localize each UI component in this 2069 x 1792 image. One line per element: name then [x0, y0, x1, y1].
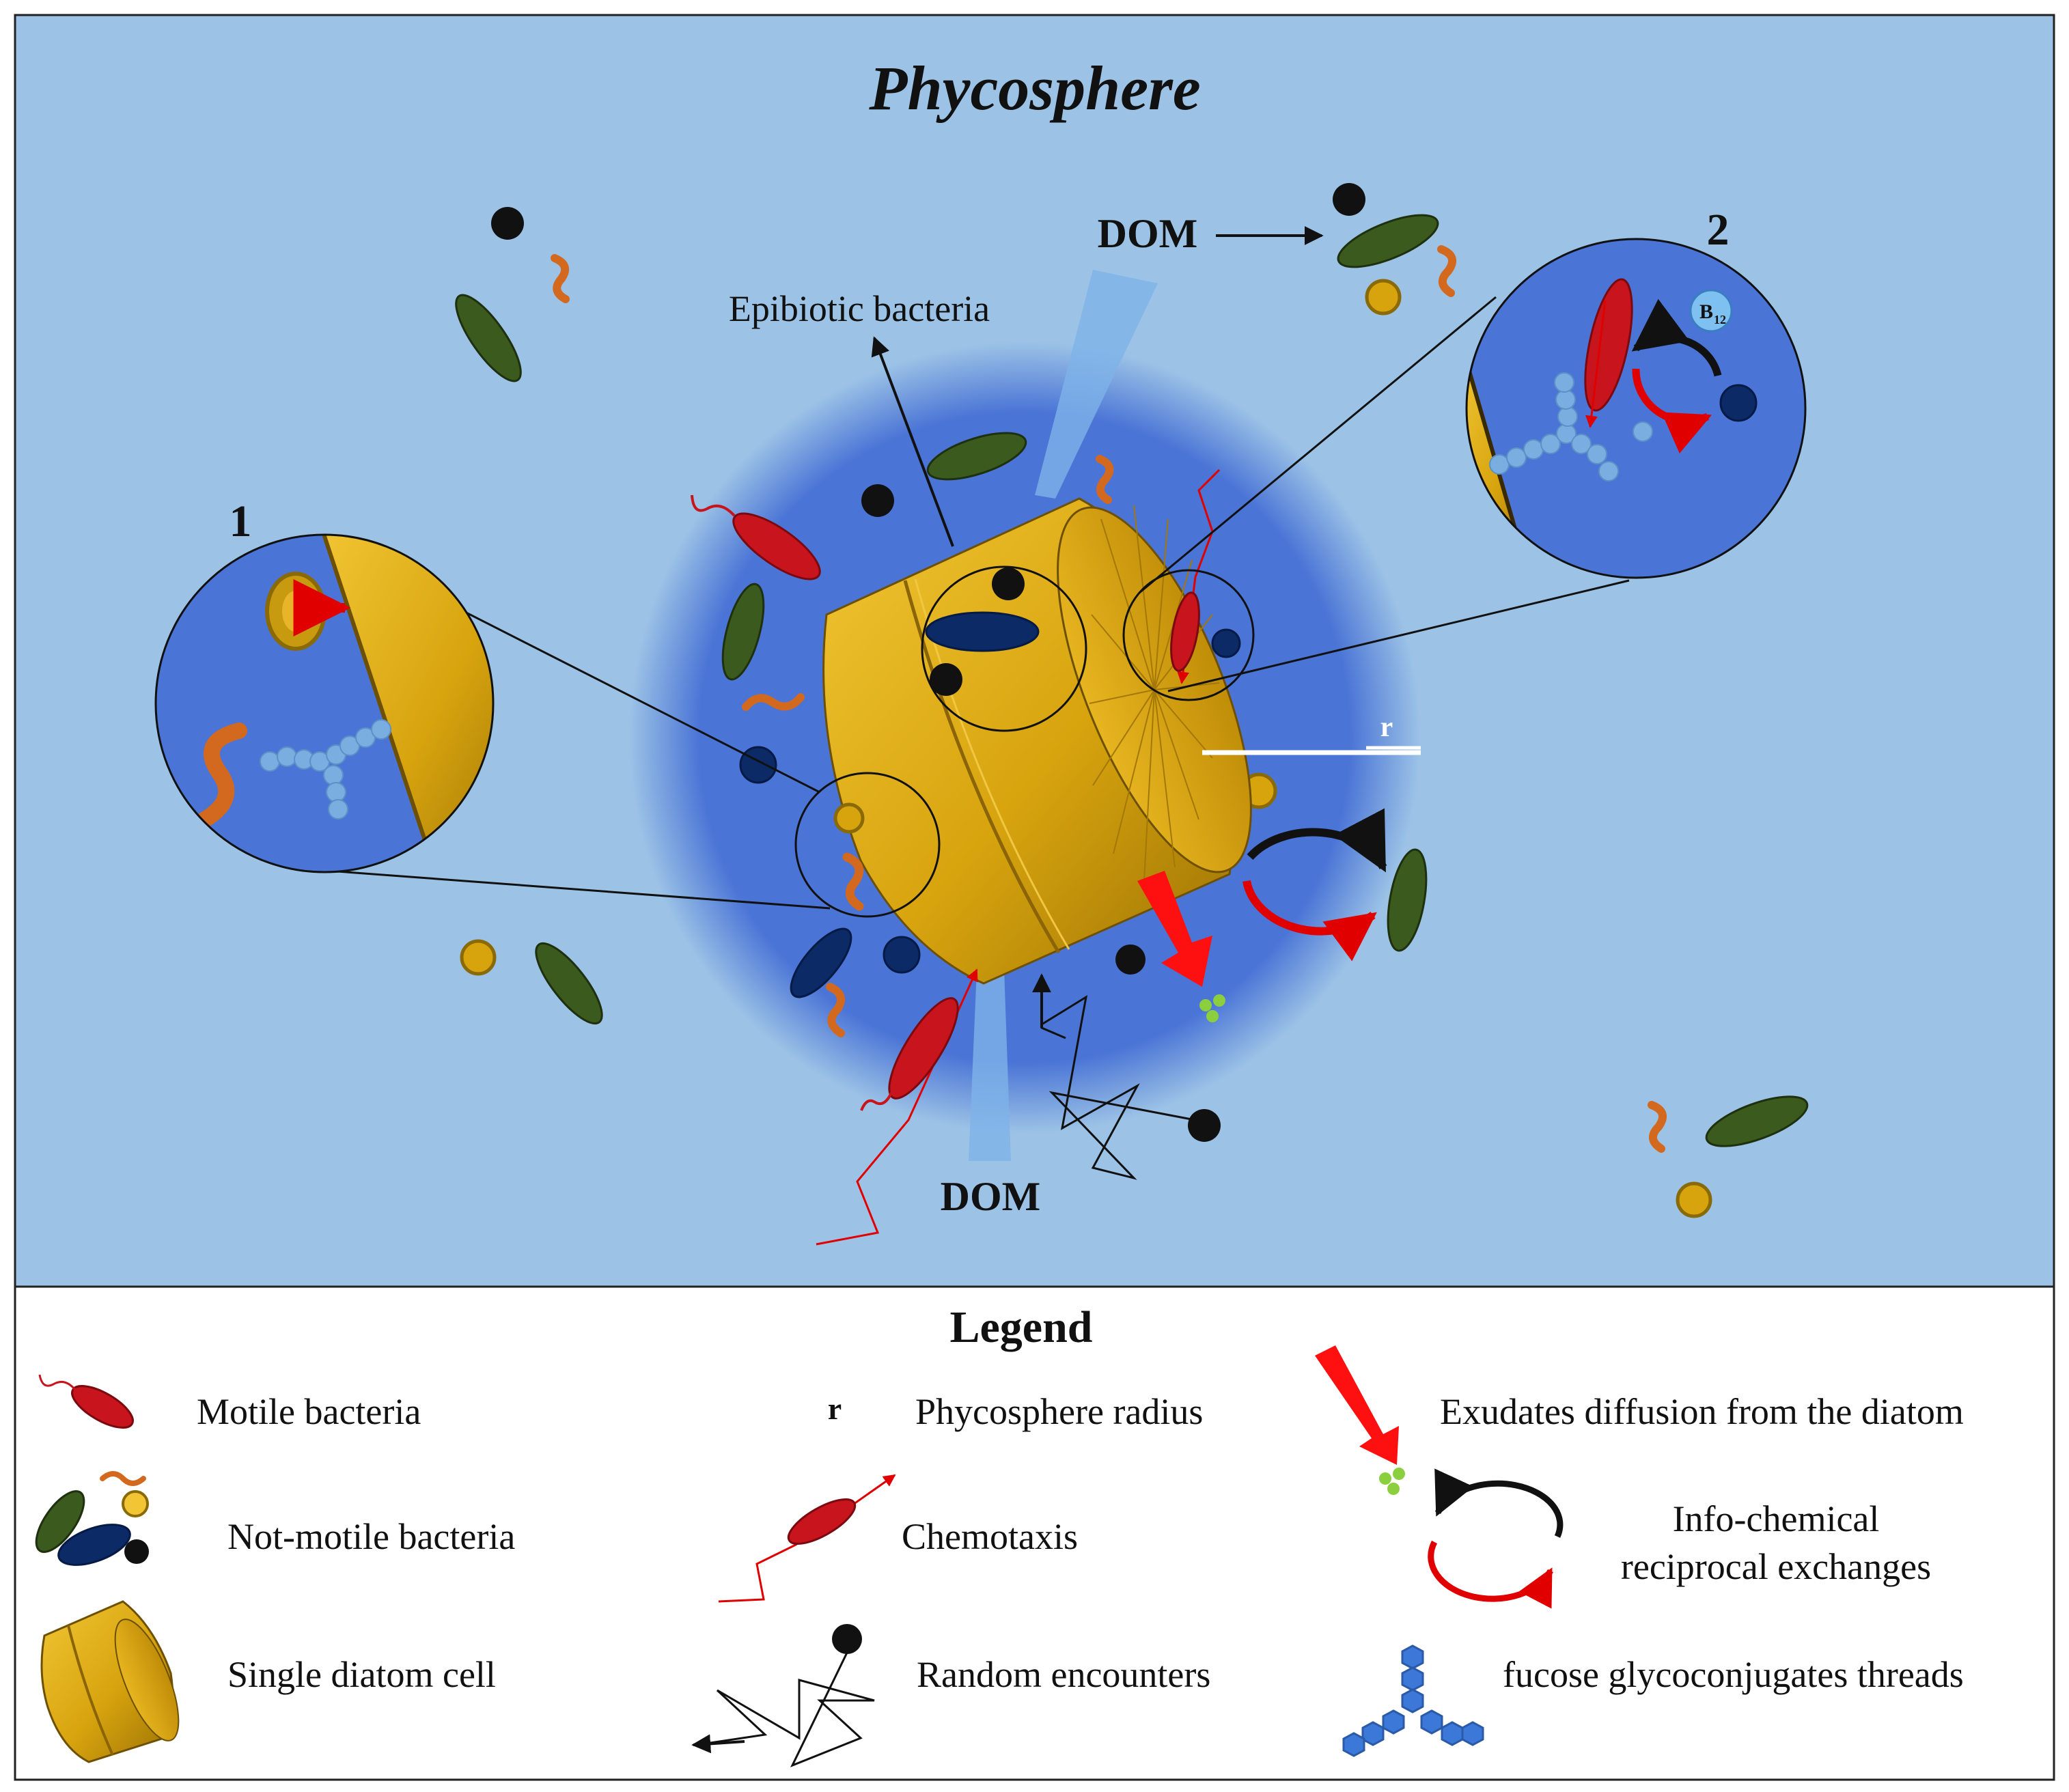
legend-orange-spiral	[100, 1471, 146, 1486]
b12-label: B	[1699, 300, 1713, 323]
legend-not-motile-label: Not-motile bacteria	[227, 1516, 515, 1557]
orange-spiral-bacterium	[842, 852, 864, 911]
navy-cocci	[739, 746, 777, 784]
legend-random-arrow	[691, 1734, 745, 1754]
dom-wedge-top	[1035, 270, 1158, 499]
orange-spiral-bacterium	[826, 983, 846, 1037]
radius-label: r	[1380, 712, 1393, 743]
navy-rod-bacterium	[790, 927, 852, 998]
legend-infochem-label-2: reciprocal exchanges	[1621, 1546, 1931, 1587]
orange-spiral-bacterium	[742, 693, 805, 711]
green-rod-bacterium	[535, 942, 603, 1025]
legend-random-cocci	[832, 1624, 862, 1654]
black-cocci	[491, 207, 524, 240]
inset-1-label: 1	[230, 496, 252, 546]
legend-green-rod	[35, 1490, 85, 1553]
flagellum	[860, 1092, 893, 1111]
motile-bacterium	[732, 512, 821, 580]
green-rod-bacterium	[1337, 214, 1439, 268]
legend-navy-rod	[57, 1524, 131, 1566]
dom-label-bottom: DOM	[941, 1174, 1041, 1219]
b12-molecule	[1689, 289, 1733, 333]
legend-black-cocci	[124, 1539, 149, 1564]
legend-exudate-arrow	[1315, 1345, 1399, 1465]
b12-subscript: 12	[1714, 313, 1726, 326]
legend-infochem-black	[1434, 1468, 1564, 1538]
dom-wedge-bottom	[969, 970, 1011, 1161]
dom-label-top: DOM	[1098, 211, 1198, 256]
legend-chemotaxis-bacterium	[787, 1498, 857, 1545]
legend-title: Legend	[949, 1302, 1092, 1352]
inset-2-label: 2	[1707, 205, 1730, 255]
legend-infochem-red	[1428, 1540, 1553, 1609]
diatom-striae	[1089, 505, 1220, 882]
legend-radius-label: Phycosphere radius	[915, 1391, 1203, 1432]
navy-cocci	[883, 936, 921, 974]
inset-connector	[402, 579, 820, 794]
attachment-zoom-circle	[794, 772, 941, 918]
green-rod-bacterium	[1387, 848, 1428, 952]
motile-bacterium	[1170, 591, 1200, 672]
infochem-arrow-black	[1247, 808, 1387, 873]
inset-connector	[1139, 296, 1497, 594]
legend-fucose-icon	[1342, 1644, 1484, 1757]
legend-yellow-cocci	[122, 1490, 149, 1517]
flagellum	[691, 494, 736, 517]
legend-motile-label: Motile bacteria	[197, 1391, 421, 1432]
legend-infochem-label-1: Info-chemical	[1673, 1498, 1880, 1539]
epibiotic-pointer	[871, 336, 954, 547]
yellow-cocci	[1676, 1181, 1712, 1218]
orange-spiral-bacterium	[551, 254, 570, 303]
black-cocci	[1333, 183, 1365, 216]
epibiotic-zoom-circle	[921, 565, 1087, 732]
orange-spiral-bacterium	[1648, 1101, 1667, 1153]
motile-bacterium	[888, 997, 959, 1100]
motile-zoom-circle	[1122, 569, 1255, 701]
green-rod-bacterium	[721, 583, 765, 681]
legend-random-label: Random encounters	[917, 1654, 1210, 1695]
legend-random-path	[696, 1652, 875, 1767]
black-cocci	[930, 663, 962, 696]
orange-spiral-bacterium	[1096, 455, 1114, 504]
free-bacteria	[455, 183, 1809, 1218]
legend-panel	[14, 1285, 2055, 1781]
black-cocci	[861, 484, 894, 517]
inset-connector	[327, 869, 831, 910]
black-cocci	[1188, 1109, 1221, 1142]
yellow-cocci	[833, 802, 865, 834]
yellow-cocci	[460, 939, 497, 976]
inset-connector	[1167, 579, 1630, 692]
yellow-cocci	[1365, 279, 1402, 316]
green-rod-bacterium	[1705, 1095, 1809, 1147]
infochem-arrow-red	[1242, 880, 1377, 962]
legend-diatom-icon	[40, 1600, 180, 1763]
legend-radius-symbol: r	[828, 1391, 842, 1426]
green-rod-bacterium	[455, 294, 522, 382]
legend-motile-icon	[71, 1385, 134, 1429]
orange-spiral-bacterium	[1437, 245, 1457, 297]
navy-rod-bacterium	[925, 611, 1040, 652]
legend-exudate-particles	[1379, 1468, 1405, 1495]
exudate-particles	[1199, 994, 1225, 1022]
diagram-title: Phycosphere	[868, 53, 1200, 123]
exudate-arrow	[1137, 871, 1212, 987]
green-rod-bacterium	[926, 432, 1027, 481]
legend-exudates-label: Exudates diffusion from the diatom	[1440, 1391, 1964, 1432]
legend-fucose-label: fucose glycoconjugates threads	[1503, 1654, 1964, 1695]
phycosphere-bacteria	[691, 432, 1428, 1142]
legend-chemotaxis-label: Chemotaxis	[902, 1516, 1078, 1557]
black-cocci	[992, 568, 1025, 600]
navy-cocci	[1211, 628, 1241, 658]
black-cocci	[1115, 944, 1145, 975]
legend-flagellum	[38, 1374, 77, 1390]
legend-diatom-label: Single diatom cell	[227, 1654, 496, 1695]
epibiotic-label: Epibiotic bacteria	[729, 288, 990, 329]
